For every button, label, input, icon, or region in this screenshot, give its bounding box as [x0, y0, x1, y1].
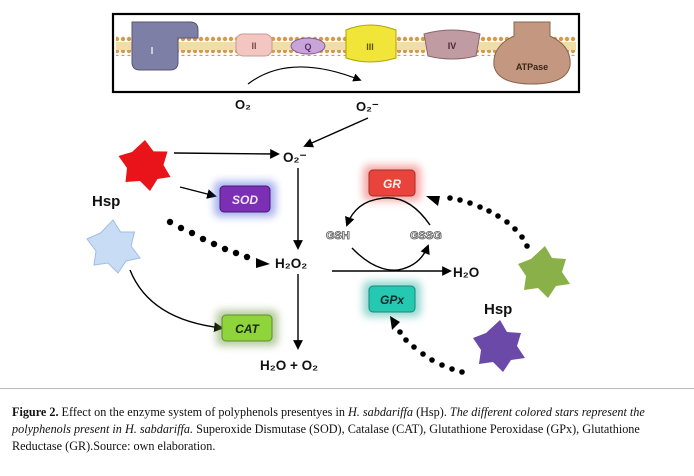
caption-figure-label: Figure 2.: [12, 405, 59, 419]
complex-iii-label: III: [366, 42, 374, 52]
blue-star-to-cat-arrow: [129, 269, 224, 333]
purple-star-icon: [473, 320, 525, 372]
purple-star-dotted-arrowhead: [390, 316, 400, 330]
complex-i-label: I: [151, 46, 154, 57]
caption-species-2: H. sabdariffa.: [124, 422, 194, 436]
ubiquinone-shape: [290, 37, 326, 55]
gsh-label: GSH: [326, 230, 350, 242]
green-star-dotted-arrowhead: [426, 196, 440, 206]
atpase-label: ATPase: [516, 62, 548, 72]
red-star-to-sod-arrow: [179, 186, 217, 199]
red-star-to-superoxide-arrow: [173, 149, 280, 159]
membrane-superoxide-label: O₂⁻: [356, 99, 379, 114]
atpase-shape: [493, 21, 571, 85]
caption-text-1: Effect on the enzyme system of polypheno…: [58, 405, 348, 419]
mitochondrial-membrane-panel: I II Q III IV ATPase: [111, 12, 581, 94]
sod-box: [219, 185, 271, 213]
superoxide-transfer-arrow: [303, 117, 369, 148]
complex-ii-label: II: [251, 41, 256, 51]
cat-label: CAT: [235, 322, 260, 336]
hsp-left-label: Hsp: [92, 193, 120, 210]
ubiquinone-label: Q: [304, 42, 311, 52]
complex-iv-label: IV: [448, 41, 457, 51]
complex-ii-shape: [235, 33, 273, 57]
caption-text-3: Superoxide Dismutase (SOD), Catalase (CA…: [12, 422, 640, 453]
sod-label: SOD: [232, 193, 258, 207]
final-products-label: H₂O + O₂: [260, 358, 318, 373]
gpx-label: GPx: [380, 293, 405, 307]
complex-iii-shape: [345, 24, 397, 63]
electron-leak-arrow: [247, 66, 362, 85]
caption-species-1: H. sabdariffa: [348, 405, 414, 419]
green-star-dotted-path: [447, 195, 530, 249]
figure-caption: Figure 2. Effect on the enzyme system of…: [12, 404, 688, 455]
blue-star-icon: [86, 219, 141, 274]
green-star-icon: [518, 246, 570, 298]
caption-divider: [0, 388, 694, 389]
gr-box: [368, 169, 416, 197]
complex-iv-shape: [423, 29, 481, 60]
gssg-label: GSSG: [410, 230, 442, 242]
h2o2-label: H₂O₂: [275, 256, 307, 271]
red-star-icon: [118, 140, 171, 191]
caption-italic-sentence: The different colored stars represent th…: [12, 405, 645, 436]
blue-star-dotted-arrowhead: [256, 258, 270, 268]
cat-box: [221, 314, 273, 342]
water-label: H₂O: [453, 265, 479, 280]
gpx-box: [368, 285, 416, 313]
gssg-to-gsh-arrow: [345, 197, 431, 227]
complex-i-shape: [131, 21, 199, 71]
gsh-to-gssg-arrow: [351, 244, 430, 271]
purple-star-dotted-path: [397, 329, 465, 375]
o2-label: O₂: [235, 97, 251, 112]
caption-text-2: (Hsp).: [413, 405, 450, 419]
blue-star-dotted-path: [166, 218, 251, 261]
gr-label: GR: [383, 177, 401, 191]
hsp-right-label: Hsp: [484, 301, 512, 318]
superoxide-label: O₂⁻: [283, 150, 307, 165]
